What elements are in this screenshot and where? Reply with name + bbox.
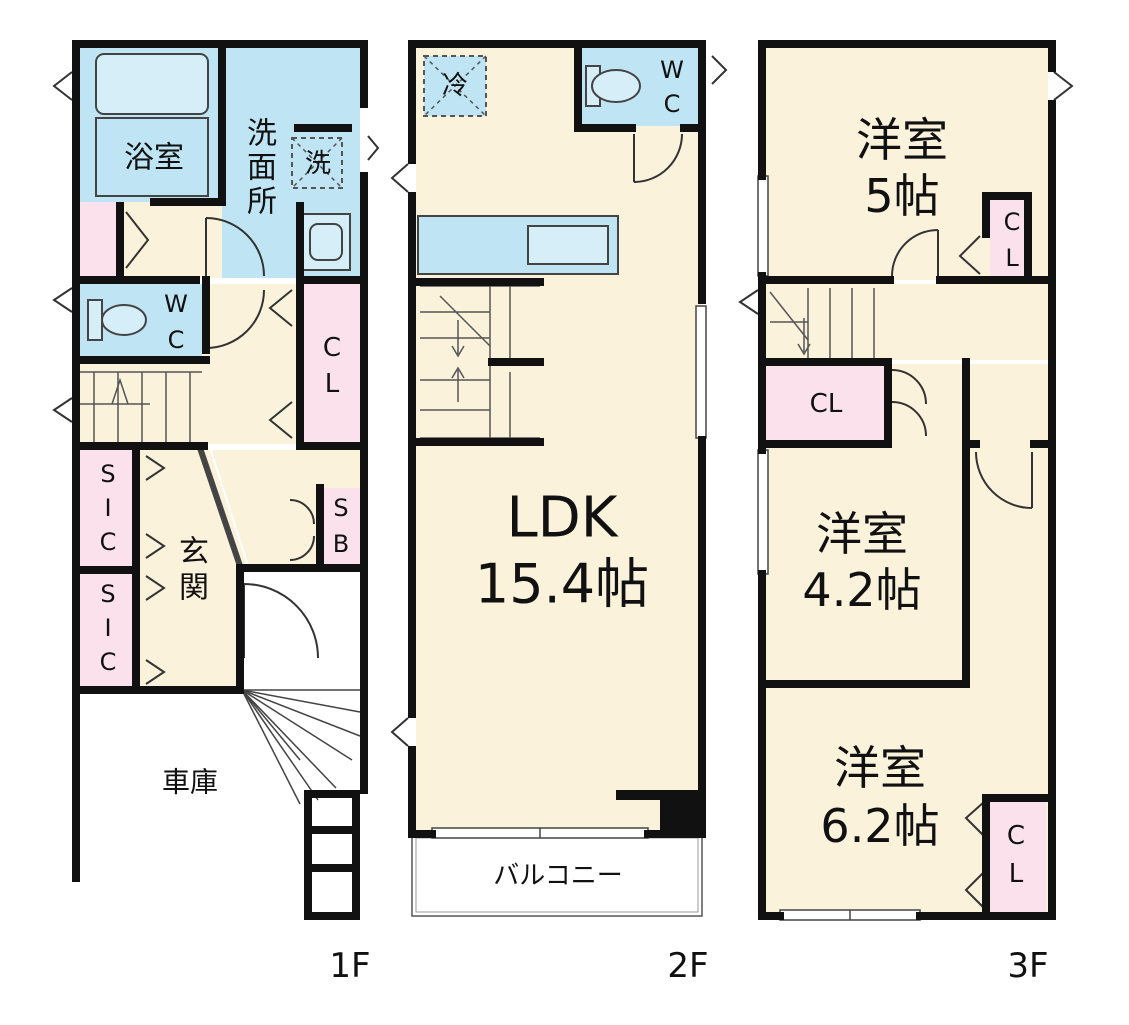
wc-label-1f-c: C [168, 326, 185, 354]
hall-area-1f [202, 284, 300, 444]
room62-name: 洋室 [834, 741, 926, 795]
wc-label-2f-c: C [664, 90, 681, 118]
sic-upper-s: S [100, 460, 115, 488]
closet-bottom-l: L [1009, 859, 1024, 889]
room-42-area [766, 444, 964, 680]
closet-top-area [990, 200, 1030, 278]
bathtub [95, 53, 209, 115]
room42-size: 4.2帖 [802, 563, 921, 617]
entrance-label-2: 関 [179, 571, 209, 606]
shoebox-area [322, 488, 360, 566]
room5-size: 5帖 [864, 169, 939, 223]
fridge-label: 冷 [442, 71, 468, 101]
washroom-label-2: 面 [247, 151, 277, 186]
washer-spot [291, 137, 343, 189]
sic-lower-c: C [100, 648, 117, 676]
walls-3f [758, 40, 1056, 920]
walls-1f [72, 40, 368, 882]
closet-top-l: L [1005, 244, 1019, 272]
floor-label-2f: 2F [667, 946, 708, 986]
wc-label-1f-w: W [164, 290, 188, 318]
room62-size: 6.2帖 [820, 799, 939, 853]
closet-bottom-area [990, 796, 1046, 914]
floor-2f: 冷 W C LDK 15.4帖 バルコニー 2F [390, 40, 728, 986]
sic-lower-area [80, 572, 136, 688]
linen-storage-area [80, 202, 122, 278]
room42-name: 洋室 [816, 507, 908, 561]
entrance-label-1: 玄 [179, 535, 209, 570]
staircase-1f [80, 371, 202, 444]
sic-lower-s: S [100, 580, 115, 608]
structural-column-2f [660, 790, 704, 838]
toilet-1f [87, 299, 103, 341]
balcony-area [411, 833, 703, 917]
sic-upper-area [80, 450, 136, 568]
window-room5 [757, 175, 769, 277]
window-room42 [757, 449, 769, 575]
washroom-label-3: 所 [247, 185, 277, 220]
sic-upper-i: I [104, 494, 111, 522]
washer-label: 洗 [305, 149, 331, 179]
doors-3f [738, 71, 1074, 909]
doors-1f [52, 71, 380, 685]
wc-label-2f-w: W [660, 56, 684, 84]
floor-1f: 浴室 洗 面 所 洗 W C C L S I C S I C 玄 関 S B 車… [52, 40, 380, 986]
closet-label-1f-c: C [323, 333, 341, 363]
bath-label: 浴室 [124, 141, 184, 176]
garage-label: 車庫 [162, 766, 218, 799]
sic-upper-c: C [100, 528, 117, 556]
ldk-size: 15.4帖 [475, 553, 649, 616]
walls-2f [408, 40, 706, 838]
closet-label-1f-l: L [325, 369, 340, 399]
closet-mid-area [766, 364, 884, 440]
washroom-label-1: 洗 [247, 117, 277, 152]
closet-top-c: C [1004, 208, 1021, 236]
closet-mid-label: CL [810, 389, 843, 419]
outdoor-steps [304, 790, 360, 920]
floor-3f: 洋室 5帖 C L CL 洋室 4.2帖 洋室 6.2帖 C L 3F [738, 40, 1074, 986]
sic-lower-i: I [104, 614, 111, 642]
balcony-label: バルコニー [493, 861, 622, 891]
garage-stairs [241, 689, 361, 805]
shoebox-label-s: S [333, 494, 348, 522]
floor-label-1f: 1F [329, 946, 370, 986]
doors-2f [390, 55, 728, 747]
hall-area-3f [766, 284, 1048, 360]
room5-name: 洋室 [856, 113, 948, 167]
closet-bottom-c: C [1007, 821, 1025, 851]
closet-area-1f [300, 284, 360, 444]
shoebox-label-b: B [333, 530, 349, 558]
staircase-3f [769, 288, 875, 358]
side-window-2f [695, 305, 707, 439]
ldk-name: LDK [506, 486, 618, 551]
floor-label-3f: 3F [1007, 946, 1048, 986]
stair-area-1f [80, 356, 202, 444]
